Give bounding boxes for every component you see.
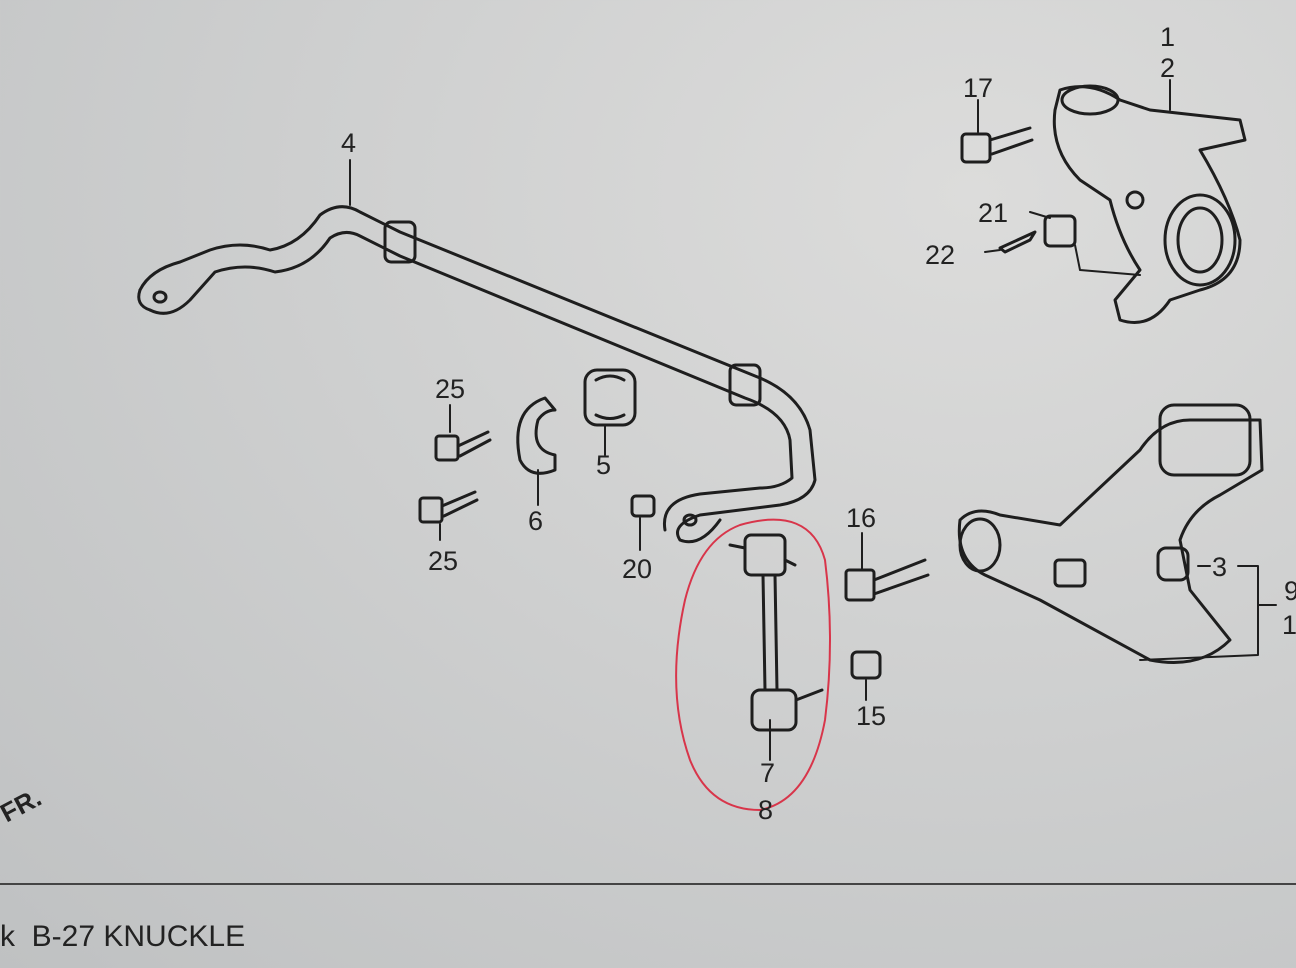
highlight-circle — [675, 518, 831, 812]
callout-21: 21 — [978, 198, 1009, 228]
callout-9: 9 — [1284, 576, 1296, 606]
nut — [850, 650, 882, 680]
callout-1: 1 — [1160, 22, 1176, 52]
callout-3: 3 — [1212, 552, 1228, 582]
stabilizer-link — [728, 533, 824, 732]
bolt — [434, 430, 492, 462]
section-title: B-27 KNUCKLE — [31, 920, 246, 953]
callout-17: 17 — [963, 73, 994, 103]
callout-22: 22 — [925, 240, 956, 270]
callout-2: 2 — [1160, 53, 1176, 83]
bolt — [844, 558, 930, 602]
callout-25-bottom: 25 — [428, 546, 459, 576]
callout-25-top: 25 — [435, 374, 466, 404]
callout-1-partial: 1 — [1282, 610, 1296, 640]
page-footer: k B-27 KNUCKLE — [0, 920, 245, 954]
callout-4: 4 — [341, 128, 357, 158]
stabilizer-bar — [137, 205, 817, 544]
callout-20: 20 — [622, 554, 653, 584]
nut — [1156, 546, 1190, 582]
bushing — [583, 368, 637, 427]
callout-15: 15 — [856, 701, 887, 731]
callout-7: 7 — [760, 758, 776, 788]
callout-6: 6 — [528, 506, 544, 536]
bolt — [418, 490, 479, 524]
callout-8: 8 — [758, 795, 774, 825]
page-prefix: k — [0, 920, 15, 953]
cotter-pin — [998, 230, 1037, 254]
bolt — [960, 132, 992, 164]
lower-arm — [957, 403, 1264, 664]
bracket — [516, 396, 557, 475]
nut — [1043, 214, 1077, 248]
callout-16: 16 — [846, 503, 877, 533]
nut — [630, 494, 656, 518]
callout-5: 5 — [596, 450, 612, 480]
divider-line — [0, 883, 1296, 885]
knuckle — [1052, 84, 1247, 324]
